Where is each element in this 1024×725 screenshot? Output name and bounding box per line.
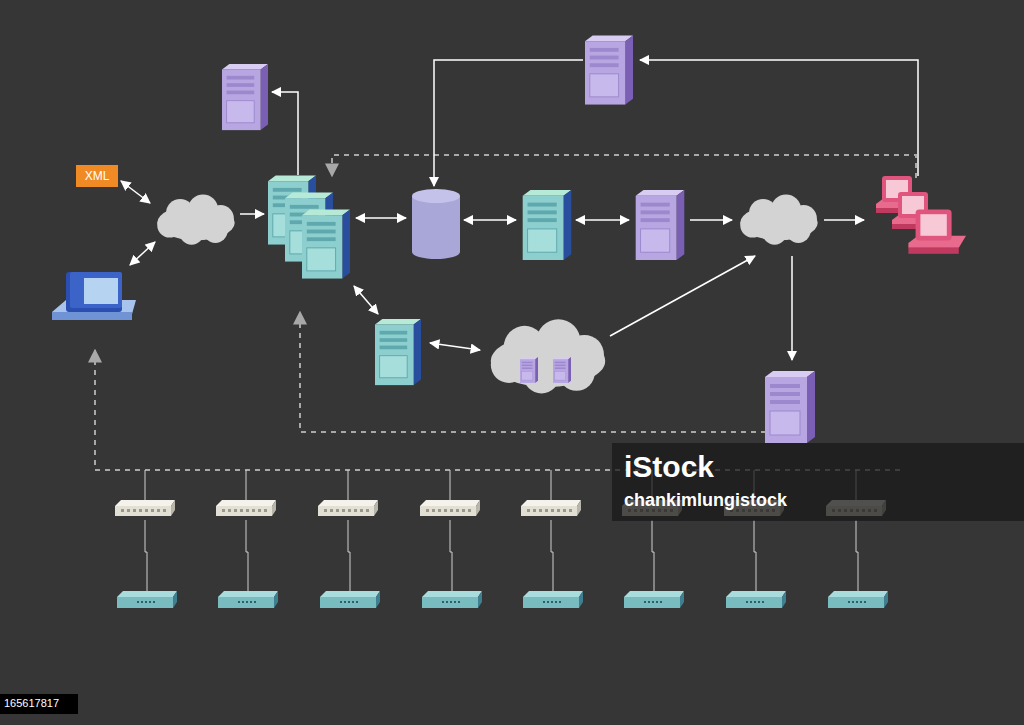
server-icon — [222, 64, 268, 130]
device-icon — [624, 591, 684, 608]
xml-tag: XML — [76, 165, 118, 187]
cloud — [740, 194, 817, 244]
client-monitor — [52, 272, 136, 320]
database-cylinder — [412, 189, 460, 259]
hub-icon — [216, 500, 276, 516]
server-icon — [585, 35, 633, 104]
id-band — [0, 694, 78, 714]
device-icon — [218, 591, 278, 608]
device-icon — [117, 591, 177, 608]
device-icon — [726, 591, 786, 608]
hub-icon — [420, 500, 480, 516]
terminal-icon — [908, 209, 966, 253]
device-icon — [523, 591, 583, 608]
server-icon — [523, 190, 572, 260]
device-icon — [320, 591, 380, 608]
device-icon — [422, 591, 482, 608]
watermark-credit: chankimlungistock — [624, 490, 787, 511]
watermark-band — [612, 443, 1024, 521]
wire — [348, 470, 350, 592]
wire — [145, 470, 147, 592]
watermark-logo: iStock — [624, 450, 714, 484]
server-icon — [636, 190, 685, 260]
server-icon — [520, 357, 538, 383]
server-icon — [375, 319, 421, 385]
server-icon — [553, 357, 571, 383]
node-text: XML — [85, 169, 110, 183]
wire — [246, 470, 248, 592]
image-id: 165617817 — [4, 697, 59, 709]
hub-row — [115, 470, 888, 608]
hub-icon — [521, 500, 581, 516]
server-icon — [765, 371, 815, 443]
device-icon — [828, 591, 888, 608]
cloud — [157, 194, 234, 244]
wire — [450, 470, 452, 592]
dashed-return — [95, 155, 916, 470]
hub-icon — [318, 500, 378, 516]
wire — [551, 470, 553, 592]
server-icon — [302, 209, 350, 278]
hub-icon — [115, 500, 175, 516]
cloud — [491, 319, 605, 393]
arrows — [121, 60, 918, 360]
